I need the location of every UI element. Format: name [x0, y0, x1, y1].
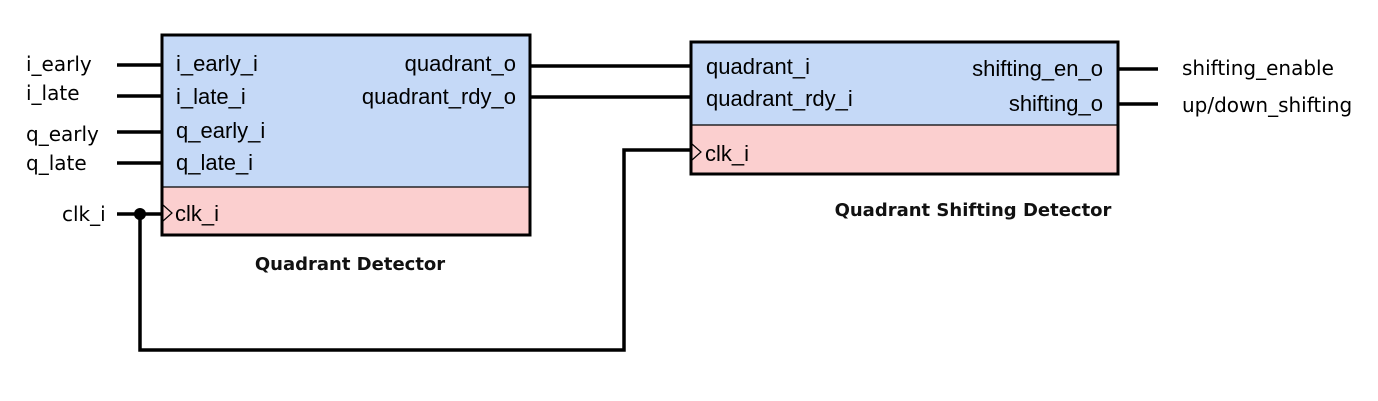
qsd-io-region	[691, 42, 1118, 125]
qd-caption: Quadrant Detector	[254, 254, 446, 275]
quadrant-shifting-detector-block	[689, 40, 1120, 176]
qd-port-quadrant-o: quadrant_o	[404, 51, 516, 76]
wire-clk-loop	[138, 148, 691, 352]
qd-port-q-late-i: q_late_i	[176, 150, 254, 175]
label-shifting-enable: shifting_enable	[1182, 56, 1334, 80]
label-q-early: q_early	[26, 122, 99, 146]
qsd-border	[689, 40, 1120, 176]
label-q-late: q_late	[26, 151, 87, 175]
qsd-port-shifting-o: shifting_o	[1008, 91, 1103, 116]
qsd-port-quadrant-i: quadrant_i	[706, 54, 810, 79]
qsd-port-clk-i: clk_i	[705, 141, 750, 166]
qd-port-i-early-i: i_early_i	[176, 51, 258, 76]
qsd-caption: Quadrant Shifting Detector	[834, 200, 1112, 221]
clk-junction-dot	[134, 208, 146, 220]
qsd-clock-marker	[691, 143, 702, 161]
qd-io-region	[162, 35, 530, 187]
label-clk-i: clk_i	[62, 202, 106, 226]
qsd-port-shifting-en-o: shifting_en_o	[972, 56, 1103, 81]
qd-port-quadrant-rdy-o: quadrant_rdy_o	[361, 84, 516, 109]
input-wires	[117, 63, 162, 216]
label-i-late: i_late	[26, 81, 80, 105]
qd-clock-marker	[162, 204, 173, 222]
inter-block-wires	[530, 64, 691, 99]
label-up-down-shifting: up/down_shifting	[1182, 93, 1353, 117]
qsd-clock-region	[691, 125, 1118, 174]
quadrant-detector-block	[160, 33, 532, 237]
qsd-port-quadrant-rdy-i: quadrant_rdy_i	[706, 86, 853, 111]
label-i-early: i_early	[26, 52, 92, 76]
qd-clock-region	[162, 187, 530, 235]
output-wires	[1118, 67, 1158, 106]
qd-port-q-early-i: q_early_i	[176, 118, 266, 143]
qd-port-clk-i: clk_i	[175, 201, 220, 226]
qd-border	[160, 33, 532, 237]
qd-port-i-late-i: i_late_i	[176, 84, 246, 109]
